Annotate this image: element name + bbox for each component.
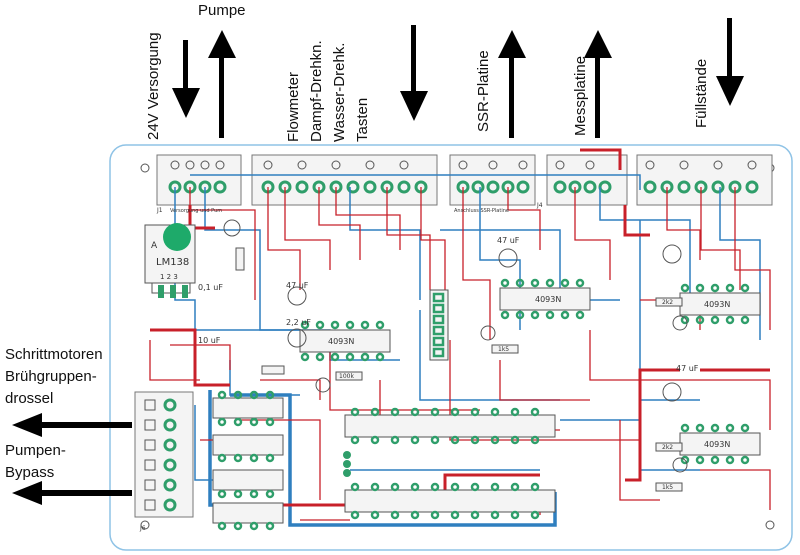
label-conn-j1: J1	[156, 207, 163, 214]
top-connector-top-pads	[170, 160, 757, 170]
label-res-1k5-a: 1k5	[662, 484, 673, 491]
regulator-prefix: A	[151, 241, 158, 251]
label-res-100k: 100k	[339, 373, 354, 380]
ic-chips	[212, 287, 761, 524]
ic-pads	[217, 278, 750, 531]
label-conn-j6: J6	[139, 525, 146, 532]
label-motors-3: drossel	[5, 390, 54, 407]
label-motors-2: Brühgruppen-	[5, 368, 97, 385]
label-cap-22uf: 2,2 uF	[286, 318, 311, 327]
label-conn-j1-text: Versorgung und Pum	[170, 208, 222, 214]
regulator-pins: 1 2 3	[160, 273, 178, 281]
label-flowmeter: Flowmeter	[285, 71, 302, 142]
label-supply: 24V Versorgung	[145, 32, 162, 140]
label-dampf: Dampf-Drehkn.	[308, 40, 325, 142]
label-mess: Messplatine	[572, 55, 589, 136]
electrolytic-caps	[223, 219, 688, 473]
label-cap-47uf-c: 47 uF	[676, 364, 699, 373]
label-motors-1: Schrittmotoren	[5, 346, 103, 363]
label-cap-47uf-b: 47 uF	[497, 236, 520, 245]
label-bypass-1: Pumpen-	[5, 442, 66, 459]
label-fill: Füllstände	[693, 58, 710, 128]
led-jumpers	[343, 451, 351, 477]
label-wasser: Wasser-Drehk.	[331, 42, 348, 142]
label-conn-j4: J4	[536, 202, 543, 209]
label-ic-4093-a: 4093N	[328, 337, 354, 346]
left-connector	[134, 391, 194, 518]
header-strip	[429, 289, 449, 361]
label-tasten: Tasten	[354, 97, 371, 142]
arrows-left	[12, 413, 132, 505]
label-pump: Pumpe	[198, 2, 246, 19]
label-ic-4093-c: 4093N	[704, 300, 730, 309]
label-conn-ssr-text: Anschluss SSR-Platine	[454, 208, 509, 214]
label-res-2k2-a: 2k2	[662, 299, 673, 306]
regulator-lm138	[144, 223, 196, 298]
board-outline	[109, 144, 793, 551]
regulator-label: LM138	[156, 257, 189, 268]
label-res-2k2-b: 2k2	[662, 444, 673, 451]
label-ic-4093-b: 4093N	[535, 295, 561, 304]
label-bypass-2: Bypass	[5, 464, 55, 481]
label-cap-47uf-a: 47 uF	[286, 281, 309, 290]
resistors	[235, 247, 683, 492]
top-connectors	[156, 154, 773, 206]
label-res-1k5-b: 1k5	[498, 346, 509, 353]
label-cap-01uf: 0,1 uF	[198, 283, 223, 292]
label-cap-10uf: 10 uF	[198, 336, 221, 345]
label-ssr: SSR-Platine	[475, 50, 492, 132]
arrows-top	[172, 18, 744, 138]
label-ic-4093-d: 4093N	[704, 440, 730, 449]
